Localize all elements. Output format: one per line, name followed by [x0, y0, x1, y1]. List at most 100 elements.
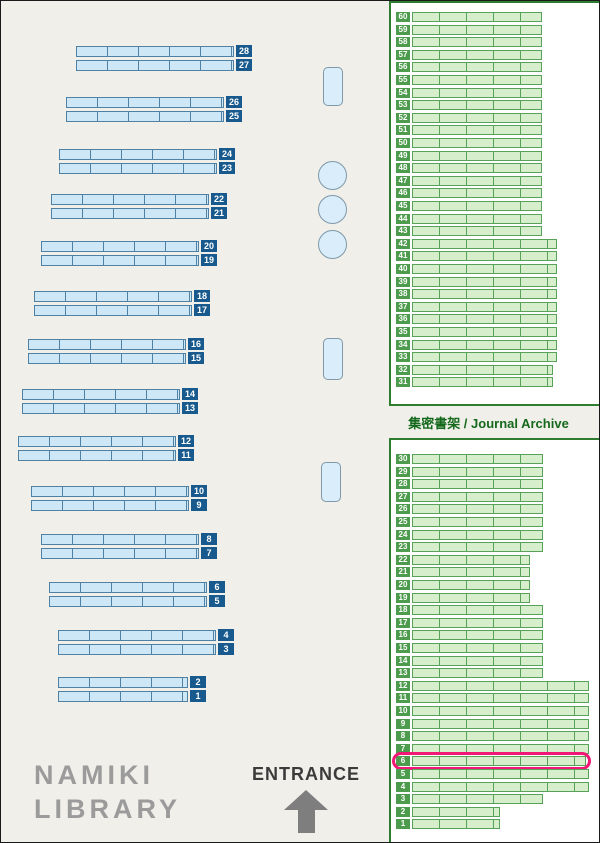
archive-shelf-number-20: 20	[396, 580, 410, 590]
archive-shelf-number-28: 28	[396, 479, 410, 490]
stack-shelf-number-11: 11	[178, 449, 194, 461]
archive-shelf-row-17	[412, 617, 543, 628]
archive-shelf-row-47	[412, 175, 542, 186]
stack-shelf-row-22	[51, 194, 209, 205]
archive-shelf-row-54	[412, 87, 542, 98]
library-name: NAMIKI LIBRARY	[34, 758, 181, 826]
stack-shelf-number-7: 7	[201, 547, 217, 559]
stack-shelf-row-15	[28, 353, 186, 364]
archive-shelf-number-38: 38	[396, 289, 410, 300]
archive-shelf-number-8: 8	[396, 731, 410, 742]
archive-shelf-row-51	[412, 125, 542, 136]
stack-shelf-number-28: 28	[236, 45, 252, 57]
stack-shelf-number-27: 27	[236, 59, 252, 71]
archive-shelf-number-17: 17	[396, 617, 410, 628]
archive-shelf-row-52	[412, 112, 542, 123]
stack-shelf-row-26	[66, 97, 224, 108]
archive-shelf-number-12: 12	[396, 680, 410, 691]
archive-shelf-row-25	[412, 517, 543, 527]
stack-shelf-row-16	[28, 339, 186, 350]
archive-shelf-row-32	[412, 364, 553, 375]
archive-shelf-row-44	[412, 213, 542, 224]
archive-shelf-row-22	[412, 554, 530, 565]
archive-shelf-number-51: 51	[396, 125, 410, 136]
archive-shelf-row-37	[412, 301, 557, 312]
archive-shelf-row-53	[412, 100, 542, 111]
archive-shelf-row-16	[412, 630, 543, 641]
archive-shelf-number-36: 36	[396, 314, 410, 325]
stack-shelf-number-24: 24	[219, 148, 235, 160]
stack-shelf-row-28	[76, 46, 234, 57]
archive-shelf-row-57	[412, 49, 542, 60]
archive-shelf-row-15	[412, 643, 543, 653]
archive-shelf-row-36	[412, 314, 557, 325]
stack-shelf-row-7	[41, 548, 199, 559]
archive-shelf-number-3: 3	[396, 794, 410, 805]
archive-shelf-number-42: 42	[396, 238, 410, 249]
archive-shelf-row-27	[412, 491, 543, 502]
archive-shelf-row-12	[412, 680, 589, 691]
stack-shelf-number-8: 8	[201, 533, 217, 545]
archive-shelf-row-45	[412, 201, 542, 211]
archive-shelf-number-9: 9	[396, 718, 410, 729]
archive-shelf-number-48: 48	[396, 163, 410, 174]
archive-shelf-row-33	[412, 352, 557, 363]
stack-shelf-number-18: 18	[194, 290, 210, 302]
archive-shelf-number-29: 29	[396, 466, 410, 477]
stack-shelf-row-1	[58, 691, 188, 702]
archive-shelf-number-26: 26	[396, 504, 410, 515]
archive-shelf-number-2: 2	[396, 806, 410, 817]
archive-shelf-number-58: 58	[396, 37, 410, 48]
entrance-arrow-icon	[231, 790, 381, 833]
archive-shelf-number-60: 60	[396, 12, 410, 22]
archive-shelf-row-38	[412, 289, 557, 300]
archive-shelf-row-18	[412, 605, 543, 616]
stack-shelf-row-8	[41, 534, 199, 545]
stack-shelf-number-6: 6	[209, 581, 225, 593]
stack-shelf-row-21	[51, 208, 209, 219]
archive-shelf-number-7: 7	[396, 743, 410, 754]
pillar	[321, 462, 341, 502]
stack-shelf-row-27	[76, 60, 234, 71]
stack-shelf-number-26: 26	[226, 96, 242, 108]
archive-shelf-number-18: 18	[396, 605, 410, 616]
archive-shelf-number-50: 50	[396, 138, 410, 148]
archive-shelf-number-30: 30	[396, 454, 410, 464]
archive-shelf-number-37: 37	[396, 301, 410, 312]
stack-shelf-number-16: 16	[188, 338, 204, 350]
archive-shelf-number-22: 22	[396, 554, 410, 565]
archive-shelf-number-53: 53	[396, 100, 410, 111]
archive-shelf-number-1: 1	[396, 819, 410, 830]
stack-shelf-row-11	[18, 450, 176, 461]
archive-shelf-row-40	[412, 264, 557, 274]
archive-shelf-row-13	[412, 668, 543, 679]
stack-shelf-row-18	[34, 291, 192, 302]
archive-shelf-row-2	[412, 806, 500, 817]
archive-shelf-row-50	[412, 138, 542, 148]
archive-shelf-row-21	[412, 567, 530, 578]
stack-shelf-number-1: 1	[190, 690, 206, 702]
archive-shelf-number-14: 14	[396, 655, 410, 666]
stack-shelf-row-14	[22, 389, 180, 400]
archive-shelf-number-15: 15	[396, 643, 410, 653]
archive-shelf-row-30	[412, 454, 543, 464]
stack-shelf-number-9: 9	[191, 499, 207, 511]
archive-shelf-row-59	[412, 24, 542, 35]
archive-shelf-row-60	[412, 12, 542, 22]
stack-shelf-row-3	[58, 644, 216, 655]
archive-shelf-row-10	[412, 706, 589, 716]
stack-shelf-number-17: 17	[194, 304, 210, 316]
archive-shelf-number-19: 19	[396, 592, 410, 603]
archive-shelf-row-39	[412, 276, 557, 287]
archive-shelf-row-48	[412, 163, 542, 174]
archive-shelf-number-11: 11	[396, 693, 410, 704]
stack-shelf-row-17	[34, 305, 192, 316]
arrow-stem	[297, 810, 315, 833]
archive-shelf-number-31: 31	[396, 377, 410, 388]
stack-shelf-row-13	[22, 403, 180, 414]
archive-shelf-row-31	[412, 377, 553, 388]
journal-archive-label: 集密書架 / Journal Archive	[408, 416, 569, 431]
archive-shelf-row-26	[412, 504, 543, 515]
